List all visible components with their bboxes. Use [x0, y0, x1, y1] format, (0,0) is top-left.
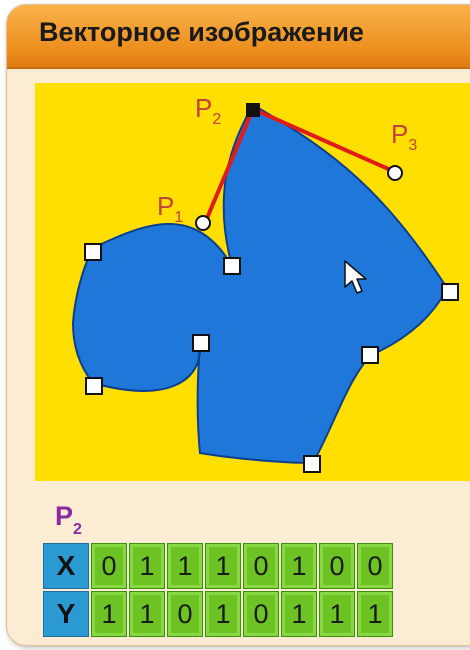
x-bit-cell: 0 — [243, 543, 279, 589]
vector-shape[interactable] — [73, 105, 447, 463]
anchor-node[interactable] — [193, 335, 209, 351]
x-bit-cell: 1 — [281, 543, 317, 589]
anchor-node[interactable] — [86, 378, 102, 394]
y-bit-cell: 1 — [281, 591, 317, 637]
selected-point-label: P2 — [55, 501, 82, 536]
anchor-node[interactable] — [85, 244, 101, 260]
anchor-node[interactable] — [362, 347, 378, 363]
control-point-p1[interactable] — [196, 216, 210, 230]
y-bit-cell: 0 — [243, 591, 279, 637]
x-bit-cell: 1 — [205, 543, 241, 589]
anchor-node[interactable] — [224, 258, 240, 274]
x-bit-cell: 0 — [357, 543, 393, 589]
vector-drawing[interactable]: P1 P2 P3 — [35, 83, 470, 481]
control-point-p3[interactable] — [388, 166, 402, 180]
x-bit-cell: 1 — [167, 543, 203, 589]
x-bit-cell: 0 — [91, 543, 127, 589]
anchor-node[interactable] — [304, 456, 320, 472]
x-bit-cell: 1 — [129, 543, 165, 589]
x-bit-cell: 0 — [319, 543, 355, 589]
drawing-canvas[interactable]: P1 P2 P3 — [35, 83, 470, 481]
anchor-node[interactable] — [442, 284, 458, 300]
label-p3: P3 — [391, 119, 417, 154]
panel-header: Векторное изображение — [7, 5, 470, 69]
selected-anchor-p2[interactable] — [246, 103, 260, 117]
y-bit-cell: 1 — [91, 591, 127, 637]
y-row-header: Y — [43, 591, 89, 637]
y-bit-cell: 1 — [319, 591, 355, 637]
vector-image-panel: Векторное изображение P1 — [6, 4, 470, 646]
panel-title: Векторное изображение — [39, 17, 364, 48]
y-bit-cell: 1 — [357, 591, 393, 637]
label-p2: P2 — [195, 93, 221, 128]
x-row-header: X — [43, 543, 89, 589]
y-bit-cell: 1 — [129, 591, 165, 637]
y-bit-cell: 1 — [205, 591, 241, 637]
y-bit-cell: 0 — [167, 591, 203, 637]
label-p1: P1 — [157, 191, 183, 226]
